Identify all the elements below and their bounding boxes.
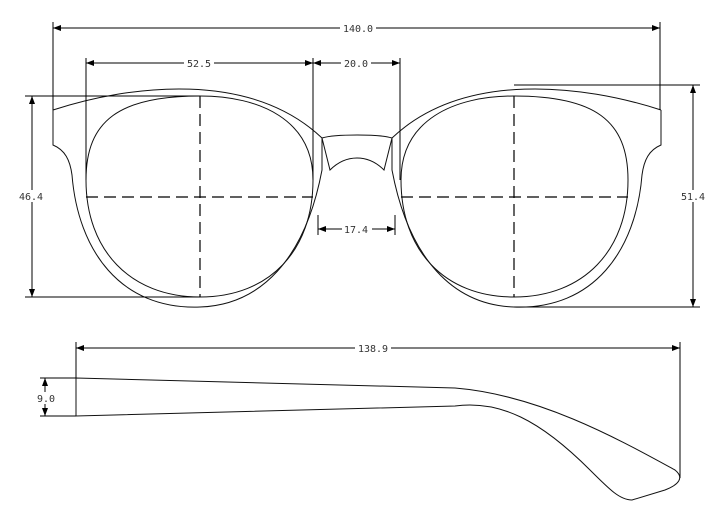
dimension-temple-length: 138.9 xyxy=(75,342,681,478)
lens-height-label: 46.4 xyxy=(19,192,43,203)
dimension-nose-width: 17.4 xyxy=(317,215,396,236)
dimension-bridge-width: 20.0 xyxy=(313,57,401,180)
temple-height-label: 9.0 xyxy=(37,394,55,405)
dimension-lens-width: 52.5 xyxy=(85,57,314,180)
lens-centerlines xyxy=(86,96,628,297)
total-width-label: 140.0 xyxy=(343,24,373,35)
dimension-total-width: 140.0 xyxy=(52,22,661,110)
lens-width-label: 52.5 xyxy=(187,59,211,70)
left-frame xyxy=(52,88,393,308)
dimension-temple-height: 9.0 xyxy=(34,377,76,417)
bridge-width-label: 20.0 xyxy=(344,59,368,70)
frame-height-label: 51.4 xyxy=(681,192,705,203)
dimension-lens-height: 46.4 xyxy=(16,95,200,298)
nose-width-label: 17.4 xyxy=(344,225,368,236)
dimension-frame-height: 51.4 xyxy=(514,84,708,308)
temple-side-view xyxy=(75,377,681,501)
temple-length-label: 138.9 xyxy=(358,344,388,355)
right-frame xyxy=(356,88,662,308)
